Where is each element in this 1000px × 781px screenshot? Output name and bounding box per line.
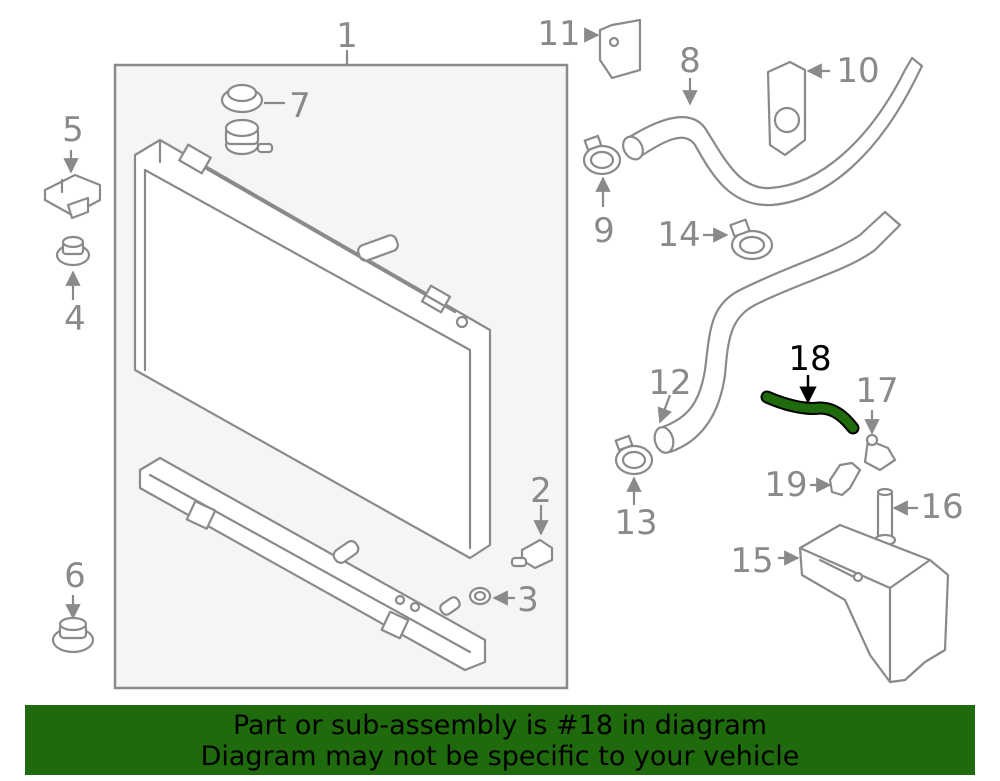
upper-hose-clamp (582, 134, 622, 207)
callout-1: 1 (336, 16, 358, 56)
overflow-hose (760, 375, 860, 435)
callout-10: 10 (836, 51, 879, 91)
callout-6: 6 (64, 556, 86, 596)
upper-insulator (55, 235, 91, 300)
hose-bracket (584, 18, 642, 80)
lower-insulator (51, 595, 95, 654)
banner-line-disclaimer: Diagram may not be specific to your vehi… (200, 741, 800, 772)
callout-17: 17 (855, 371, 898, 411)
upper-bracket (766, 60, 830, 157)
reservoir-fitting (863, 410, 897, 472)
callout-labels: 1 2 3 4 5 6 7 8 9 10 11 12 13 14 15 16 1… (62, 14, 963, 620)
callout-4: 4 (64, 299, 86, 339)
filler-neck (224, 118, 274, 156)
callout-7: 7 (289, 86, 311, 126)
lower-hose-clamp-upper (703, 218, 774, 261)
mounting-clip (43, 150, 102, 220)
info-banner: Part or sub-assembly is #18 in diagram D… (25, 705, 975, 775)
radiator-cap (220, 83, 285, 114)
callout-3: 3 (517, 580, 539, 620)
reservoir-small-hose (810, 461, 862, 497)
callout-19: 19 (764, 465, 807, 505)
callout-2: 2 (530, 471, 552, 511)
o-ring (468, 586, 515, 606)
radiator-core (133, 138, 492, 560)
reservoir-tube (873, 487, 918, 547)
parts-diagram: 1 2 3 4 5 6 7 8 9 10 11 12 13 14 15 16 1… (43, 14, 964, 690)
callout-16: 16 (920, 487, 963, 527)
drain-plug (510, 505, 554, 570)
callout-12: 12 (648, 363, 691, 403)
upper-radiator-hose (622, 56, 924, 207)
callout-13: 13 (614, 503, 657, 543)
callout-8: 8 (679, 41, 701, 81)
callout-9: 9 (593, 211, 615, 251)
callout-14: 14 (657, 215, 700, 255)
callout-11: 11 (537, 14, 580, 54)
lower-support-bracket (138, 456, 487, 672)
callout-5: 5 (62, 110, 84, 150)
callout-18: 18 (788, 339, 831, 379)
banner-line-part: Part or sub-assembly is #18 in diagram (232, 710, 768, 741)
lower-hose-clamp (614, 434, 654, 505)
lower-radiator-hose (653, 210, 902, 454)
callout-15: 15 (730, 541, 773, 581)
coolant-reservoir (778, 523, 950, 684)
